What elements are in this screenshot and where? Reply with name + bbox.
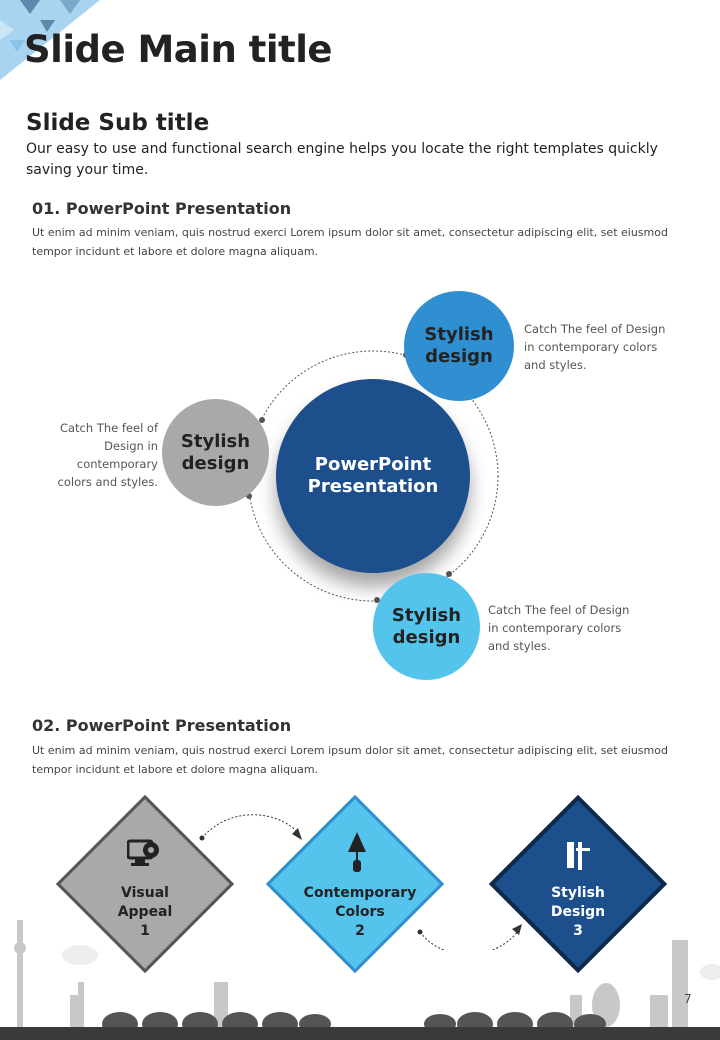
corner-triangle-pattern [0,0,100,80]
sub-title: Slide Sub title [26,110,210,136]
step-3-label: Stylish Design 3 [518,884,638,941]
sub-description: Our easy to use and functional search en… [26,141,658,178]
circle-left: Stylish design [162,399,269,506]
monitor-gear-icon [127,839,159,866]
circle-caption: Catch The feel of Design in contemporary… [524,322,666,372]
section1-heading: 01. PowerPoint Presentation [32,199,292,218]
step-line2: Appeal [117,904,173,920]
step-1-label: Visual Appeal 1 [85,884,205,941]
step-number: 1 [140,923,150,939]
step-line2: Colors [335,904,385,920]
circle-label: Stylish design [424,324,494,367]
step-line1: Contemporary [303,885,417,901]
circle-label: Stylish design [391,604,462,648]
step-number: 3 [573,923,583,939]
step-line1: Stylish [551,885,605,901]
circle-bottom: Stylish design [373,573,480,680]
step-line1: Visual [121,885,169,901]
flow-arrows [199,814,522,950]
circle-caption: Catch The feel of Design in contemporary… [57,421,158,489]
center-circle: PowerPoint Presentation [276,379,470,573]
step-line2: Design [550,904,606,920]
trowel-icon [348,832,366,872]
circle-caption: Catch The feel of Design in contemporary… [488,603,630,653]
page-number: 7 [684,992,692,1006]
section1-text: Ut enim ad minim veniam, quis nostrud ex… [32,226,668,258]
section2-heading: 02. PowerPoint Presentation [32,716,292,735]
step-2-label: Contemporary Colors 2 [300,884,420,941]
city-skyline-illustration [0,920,720,1040]
main-title: Slide Main title [24,28,333,71]
circle-label: Stylish design [180,430,251,474]
section2-text: Ut enim ad minim veniam, quis nostrud ex… [32,744,668,776]
step-number: 2 [355,923,365,939]
center-circle-label: PowerPoint Presentation [307,454,439,497]
circle-top-right: Stylish design [404,291,514,401]
ruler-pencil-icon [567,842,590,870]
